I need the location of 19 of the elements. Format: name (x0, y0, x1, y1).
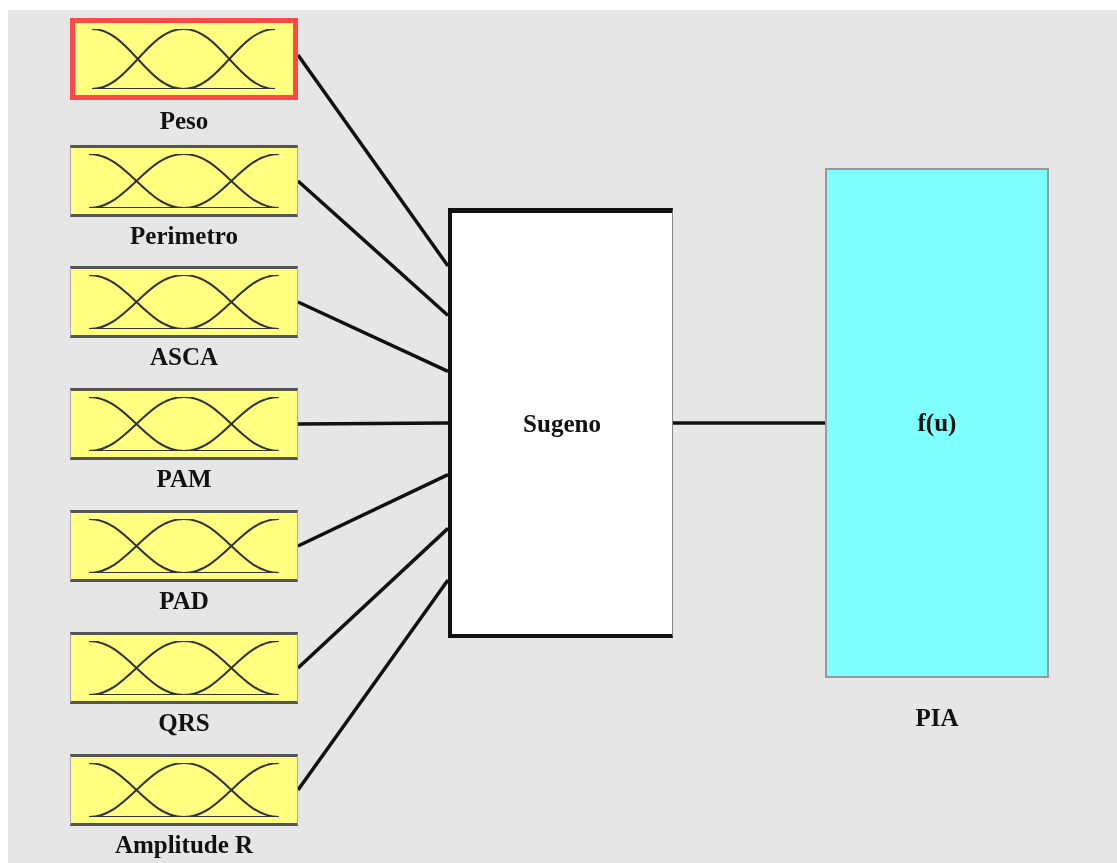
connector-line (673, 421, 825, 425)
variable-label: QRS (158, 709, 210, 737)
connector-line (297, 473, 449, 548)
system-type-label: Sugeno (523, 409, 601, 438)
function-label: f(u) (917, 409, 957, 437)
connector-line (296, 179, 450, 317)
inference-system-box (448, 208, 673, 638)
connector-line (297, 300, 449, 373)
variable-label: Amplitude R (114, 831, 254, 859)
variable-label: Peso (159, 107, 209, 135)
connector-line (296, 53, 450, 268)
connector-line (296, 578, 450, 791)
variable-label: ASCA (149, 343, 219, 371)
variable-label: PIA (915, 704, 959, 732)
variable-label: PAD (159, 587, 209, 615)
connector-line (296, 527, 450, 670)
variable-label: Perimetro (130, 222, 238, 250)
variable-label: PAM (156, 465, 212, 493)
connector-line (298, 421, 448, 426)
